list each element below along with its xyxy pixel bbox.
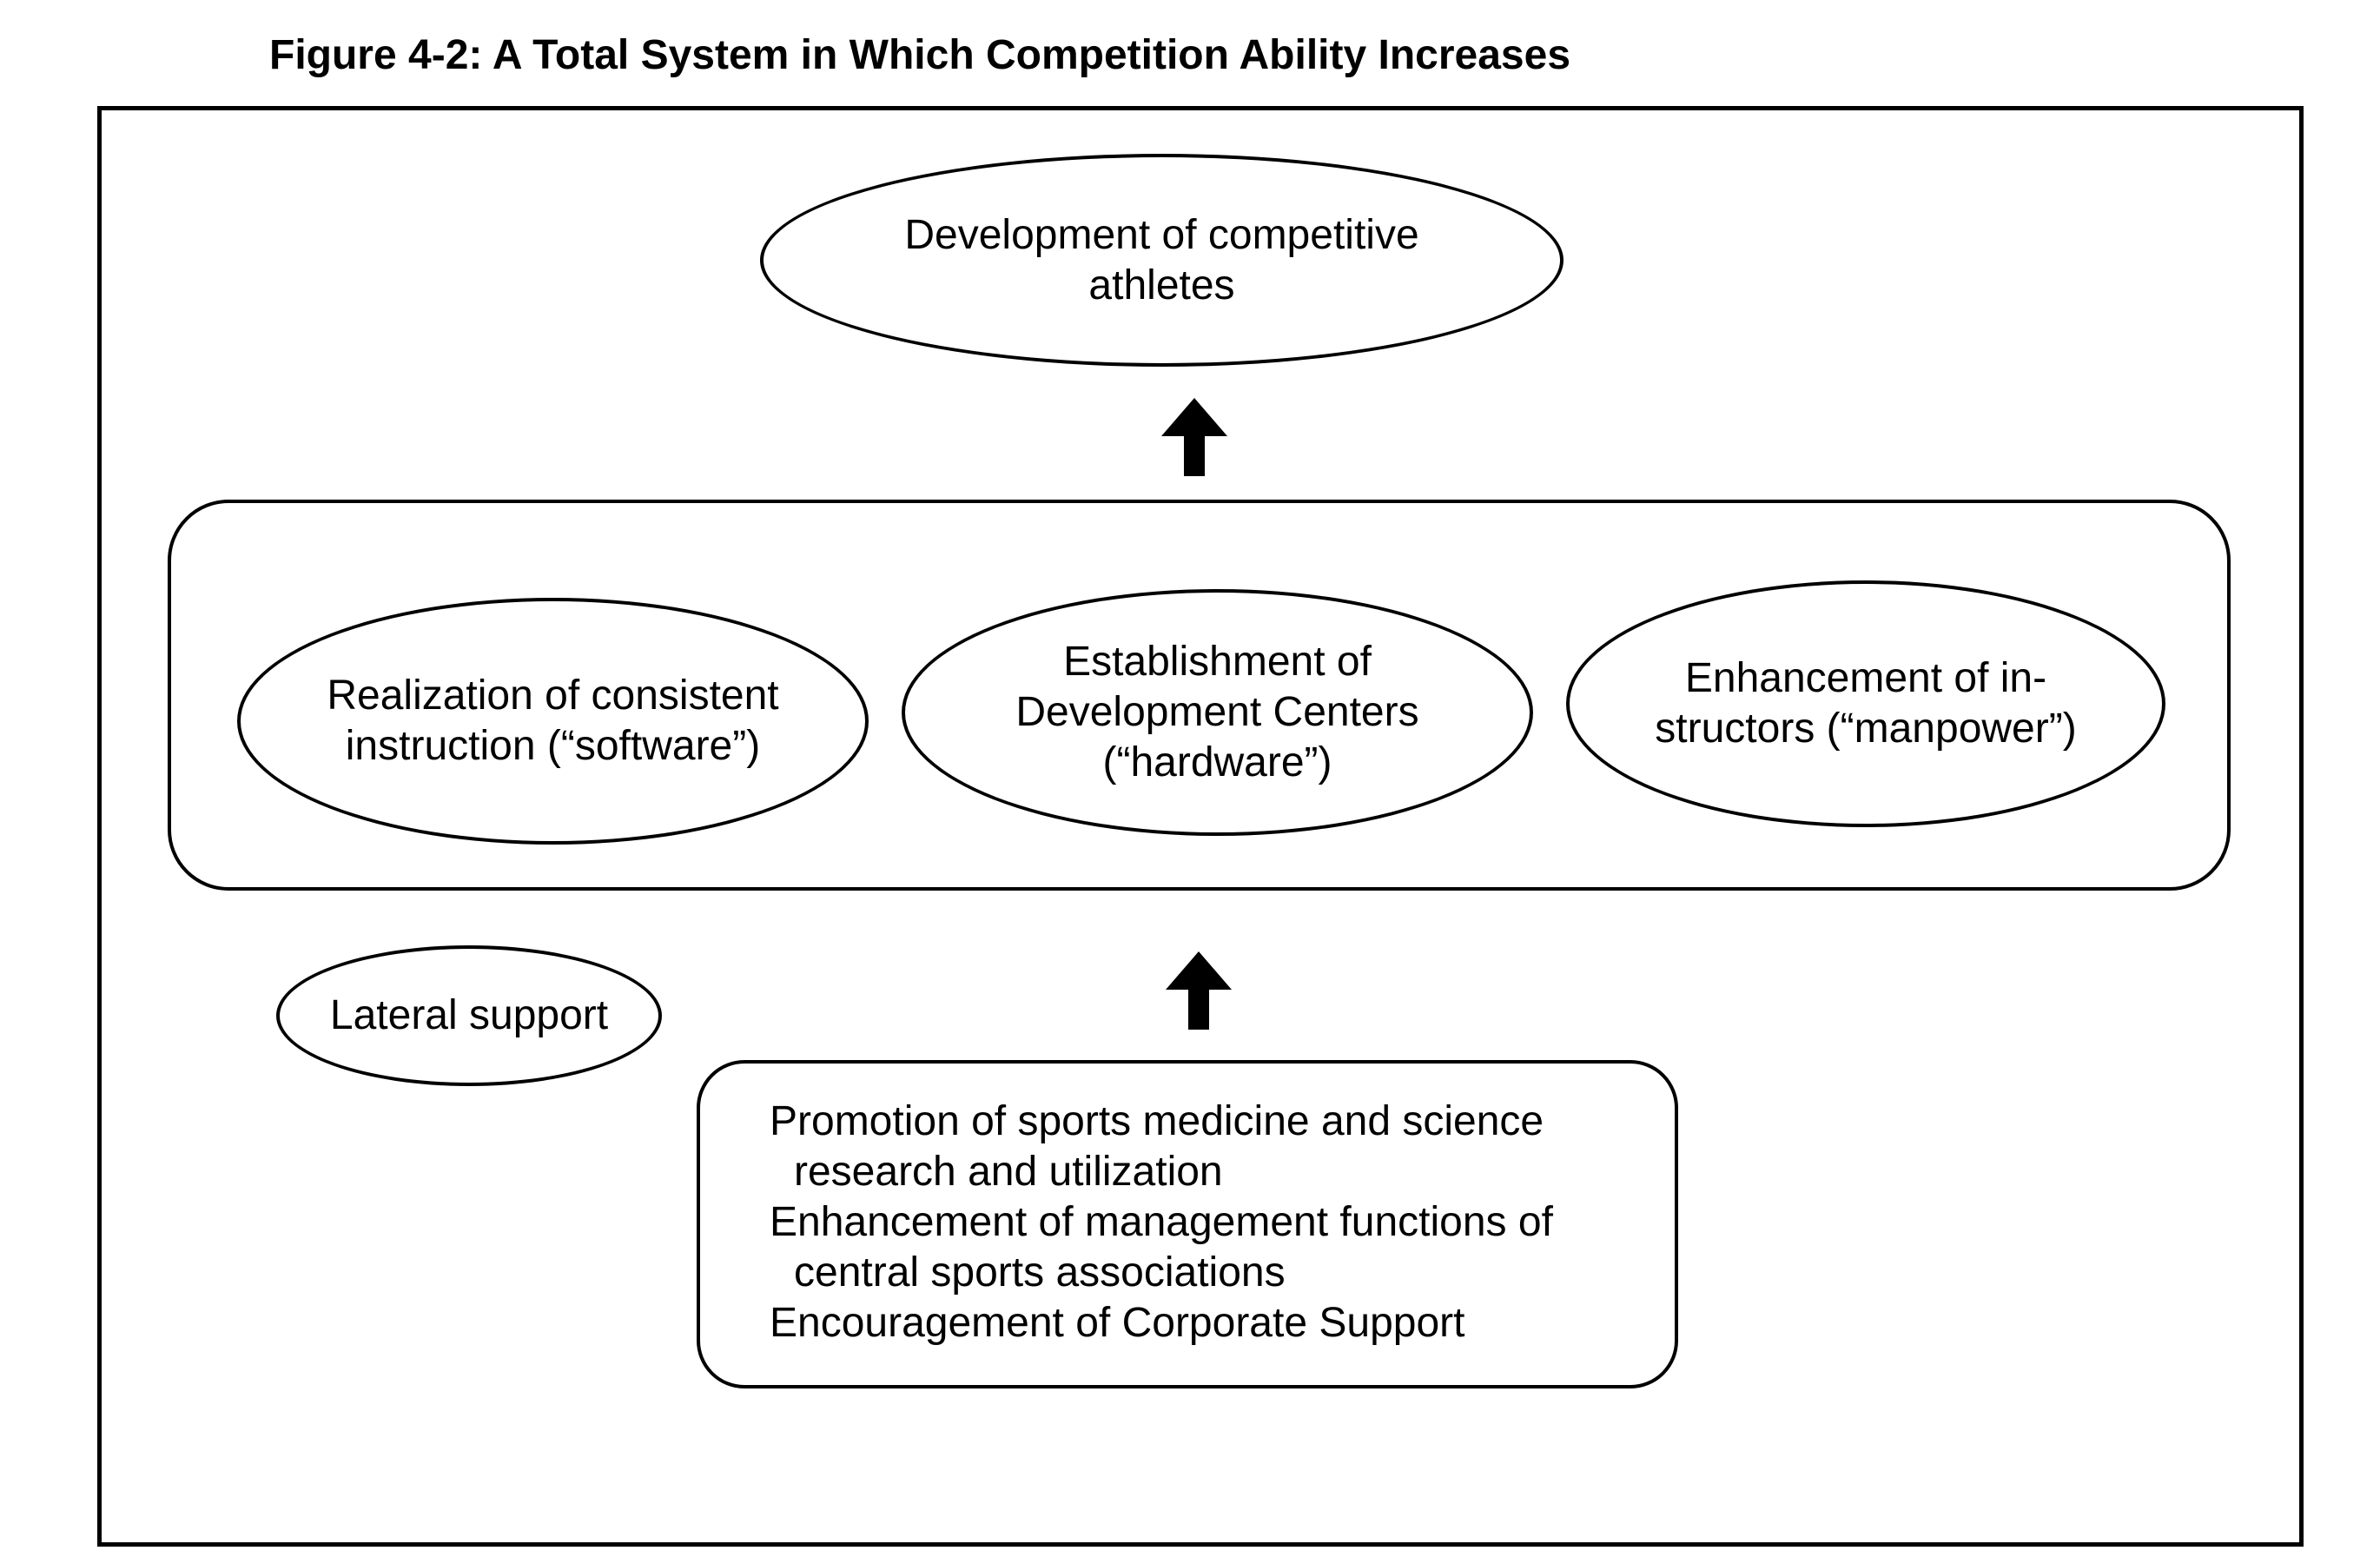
support-measure-item: Promotion of sports medicine and science… [770,1098,1544,1195]
node-development-centers-label: Establishment of Development Centers (“h… [1015,639,1419,785]
support-measures-box: Promotion of sports medicine and science… [697,1060,1678,1388]
node-instructors: Enhancement of in- structors (“manpower”… [1566,580,2165,827]
arrow-up-icon [1161,398,1227,476]
node-development-athletes-label: Development of competitive athletes [904,211,1419,308]
figure-title: Figure 4-2: A Total System in Which Comp… [269,32,1571,78]
node-lateral-support: Lateral support [276,945,662,1086]
node-development-centers: Establishment of Development Centers (“h… [902,589,1533,836]
node-instructors-label: Enhancement of in- structors (“manpower”… [1655,655,2077,752]
support-measures-list: Promotion of sports medicine and science… [770,1097,1663,1349]
core-components-group [168,500,2231,891]
diagram-frame [97,106,2304,1547]
node-consistent-instruction: Realization of consistent instruction (“… [237,598,869,845]
arrow-up-icon [1166,951,1232,1030]
node-lateral-support-label: Lateral support [329,992,609,1038]
support-measure-item: Encouragement of Corporate Support [770,1300,1465,1346]
support-measure-item: Enhancement of management functions of c… [770,1199,1553,1296]
node-development-athletes: Development of competitive athletes [760,154,1564,367]
node-consistent-instruction-label: Realization of consistent instruction (“… [327,673,779,769]
